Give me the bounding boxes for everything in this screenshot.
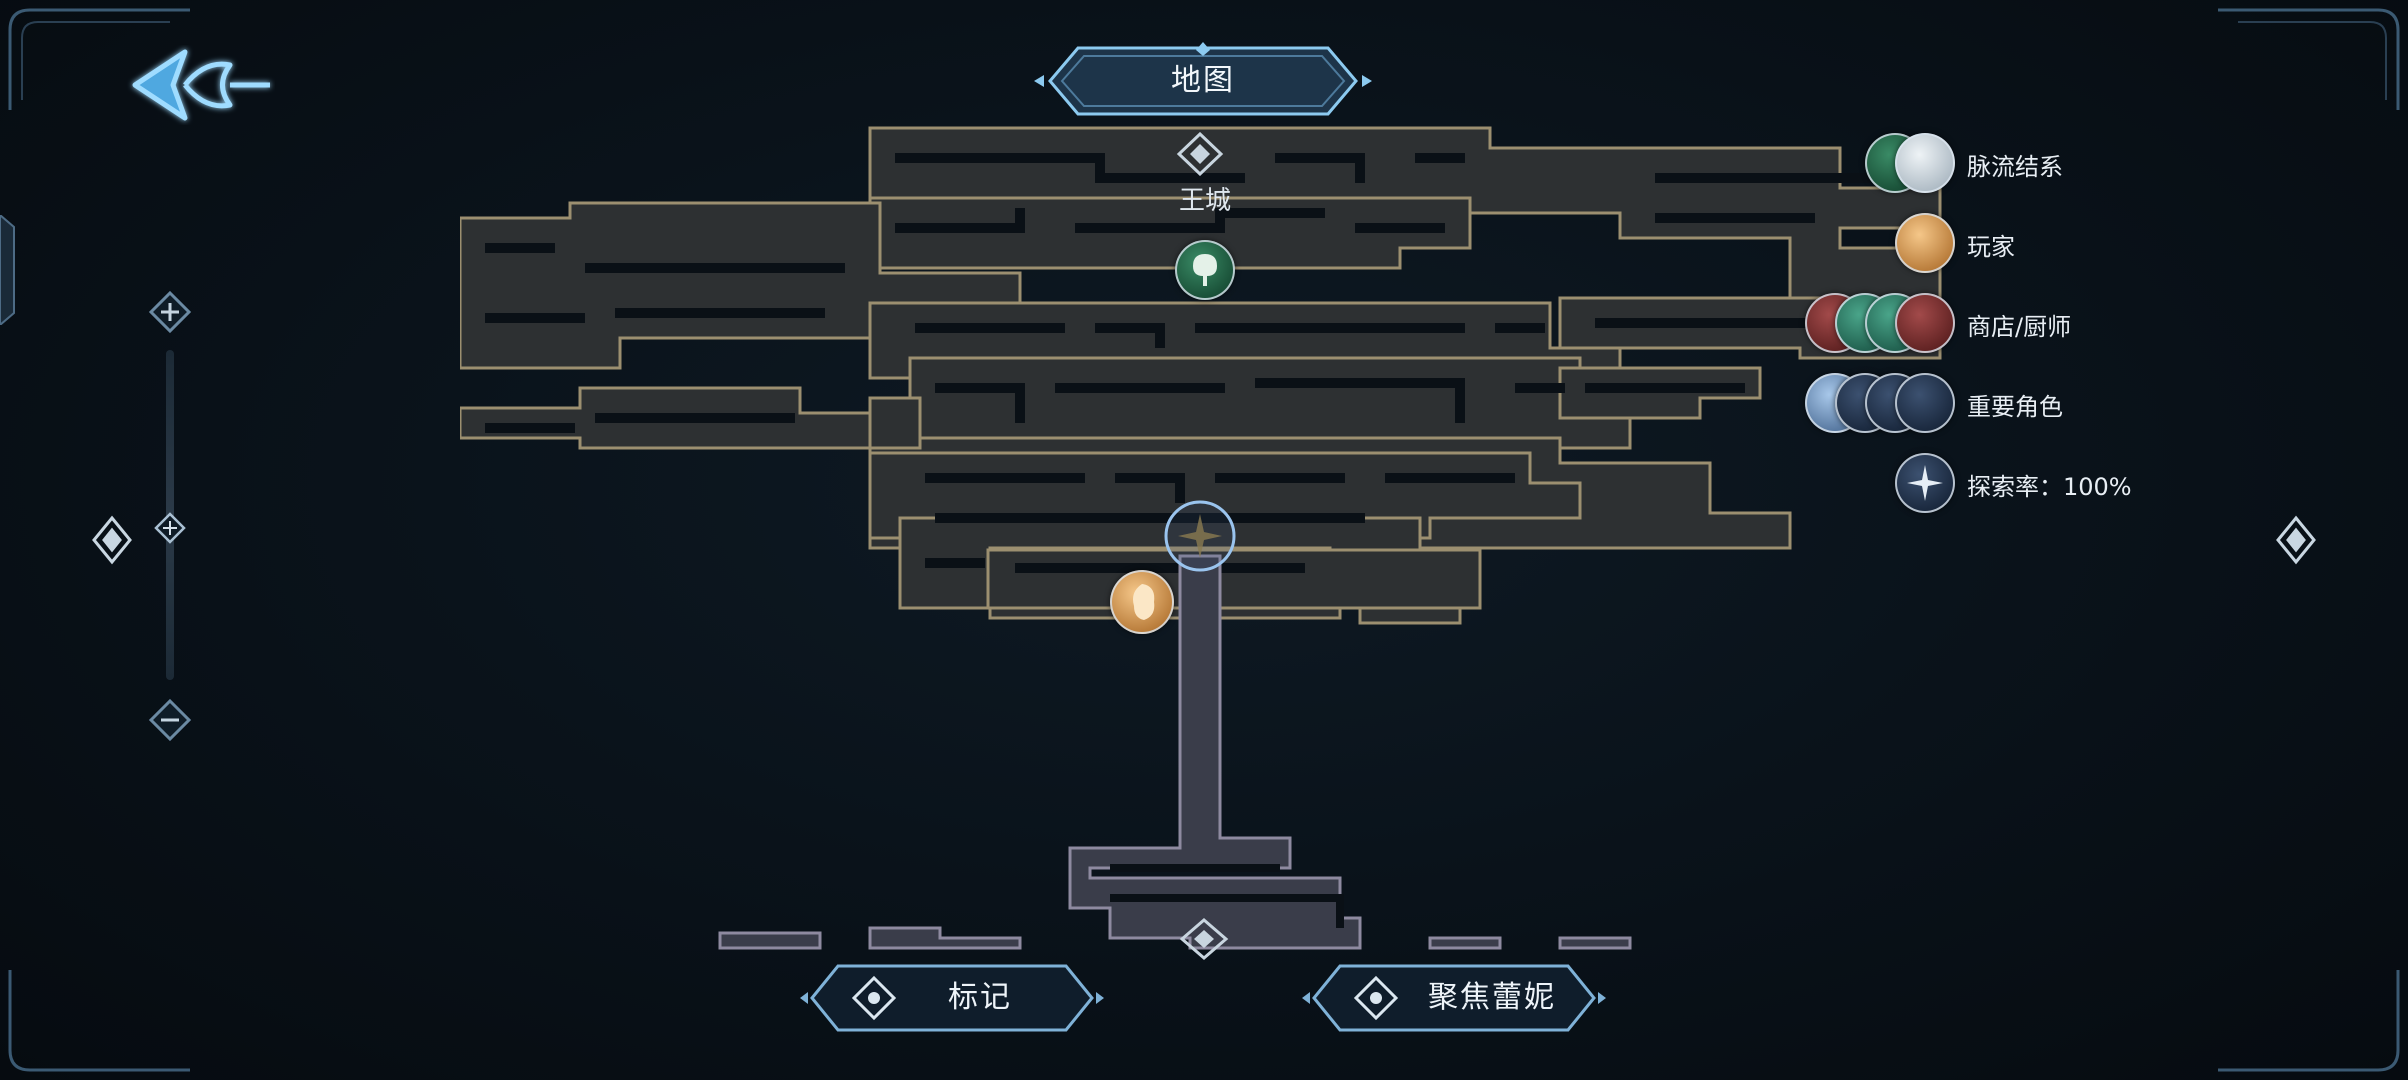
legend-label: 商店/厨师 bbox=[1967, 313, 2072, 341]
page-title: 地图 bbox=[1171, 63, 1235, 98]
frame-corner-top-right bbox=[2218, 8, 2400, 110]
side-tab bbox=[0, 215, 15, 325]
plus-diamond-icon bbox=[148, 290, 192, 334]
chef-icon bbox=[1895, 293, 1955, 353]
frame-corner-top-left bbox=[8, 8, 190, 110]
focus-button[interactable]: 聚焦蕾妮 bbox=[1300, 960, 1608, 1036]
zoom-out-button[interactable] bbox=[148, 698, 192, 742]
dungeon-map[interactable] bbox=[460, 118, 1960, 968]
player-portrait-icon[interactable] bbox=[1110, 570, 1174, 634]
diamond-arrow-right-icon bbox=[2276, 515, 2316, 565]
frame-corner-bottom-left bbox=[8, 970, 190, 1072]
exploration-rate: 探索率：100% bbox=[1967, 473, 2132, 501]
legend-row-leyline[interactable]: 脉流结系 bbox=[1865, 131, 2225, 193]
south-marker bbox=[1179, 918, 1229, 960]
minus-diamond-icon bbox=[148, 698, 192, 742]
title-plate bbox=[1034, 42, 1372, 116]
swirl-node-icon bbox=[1895, 133, 1955, 193]
target-icon bbox=[1353, 975, 1399, 1021]
zoom-in-button[interactable] bbox=[148, 290, 192, 334]
player-portrait-icon bbox=[1895, 213, 1955, 273]
back-arrow-icon bbox=[132, 49, 270, 121]
focus-button-label: 聚焦蕾妮 bbox=[1428, 980, 1556, 1015]
nav-left-button[interactable] bbox=[90, 512, 136, 568]
npc-icon bbox=[1895, 373, 1955, 433]
tree-emblem-icon[interactable] bbox=[1175, 240, 1235, 300]
legend-row-player[interactable]: 玩家 bbox=[1865, 211, 2225, 273]
legend-label: 重要角色 bbox=[1967, 393, 2063, 421]
frame-corner-bottom-right bbox=[2218, 970, 2400, 1072]
mark-button[interactable]: 标记 bbox=[798, 960, 1106, 1036]
north-marker bbox=[1176, 132, 1224, 176]
legend-row-exploration: 探索率：100% bbox=[1865, 451, 2225, 513]
nav-right-button[interactable] bbox=[2272, 512, 2318, 568]
back-button[interactable] bbox=[125, 40, 275, 130]
legend-row-shop[interactable]: 商店/厨师 bbox=[1805, 291, 2225, 353]
legend-label: 玩家 bbox=[1967, 233, 2015, 261]
legend-row-npc[interactable]: 重要角色 bbox=[1805, 371, 2225, 433]
target-icon bbox=[851, 975, 897, 1021]
compass-star-icon bbox=[1895, 453, 1955, 513]
zoom-slider-handle[interactable] bbox=[154, 512, 186, 544]
diamond-arrow-left-icon bbox=[92, 515, 132, 565]
city-label: 王城 bbox=[1178, 186, 1231, 216]
compass-star-icon[interactable] bbox=[1160, 496, 1240, 576]
legend-label: 脉流结系 bbox=[1967, 153, 2063, 181]
mark-button-label: 标记 bbox=[948, 980, 1012, 1015]
